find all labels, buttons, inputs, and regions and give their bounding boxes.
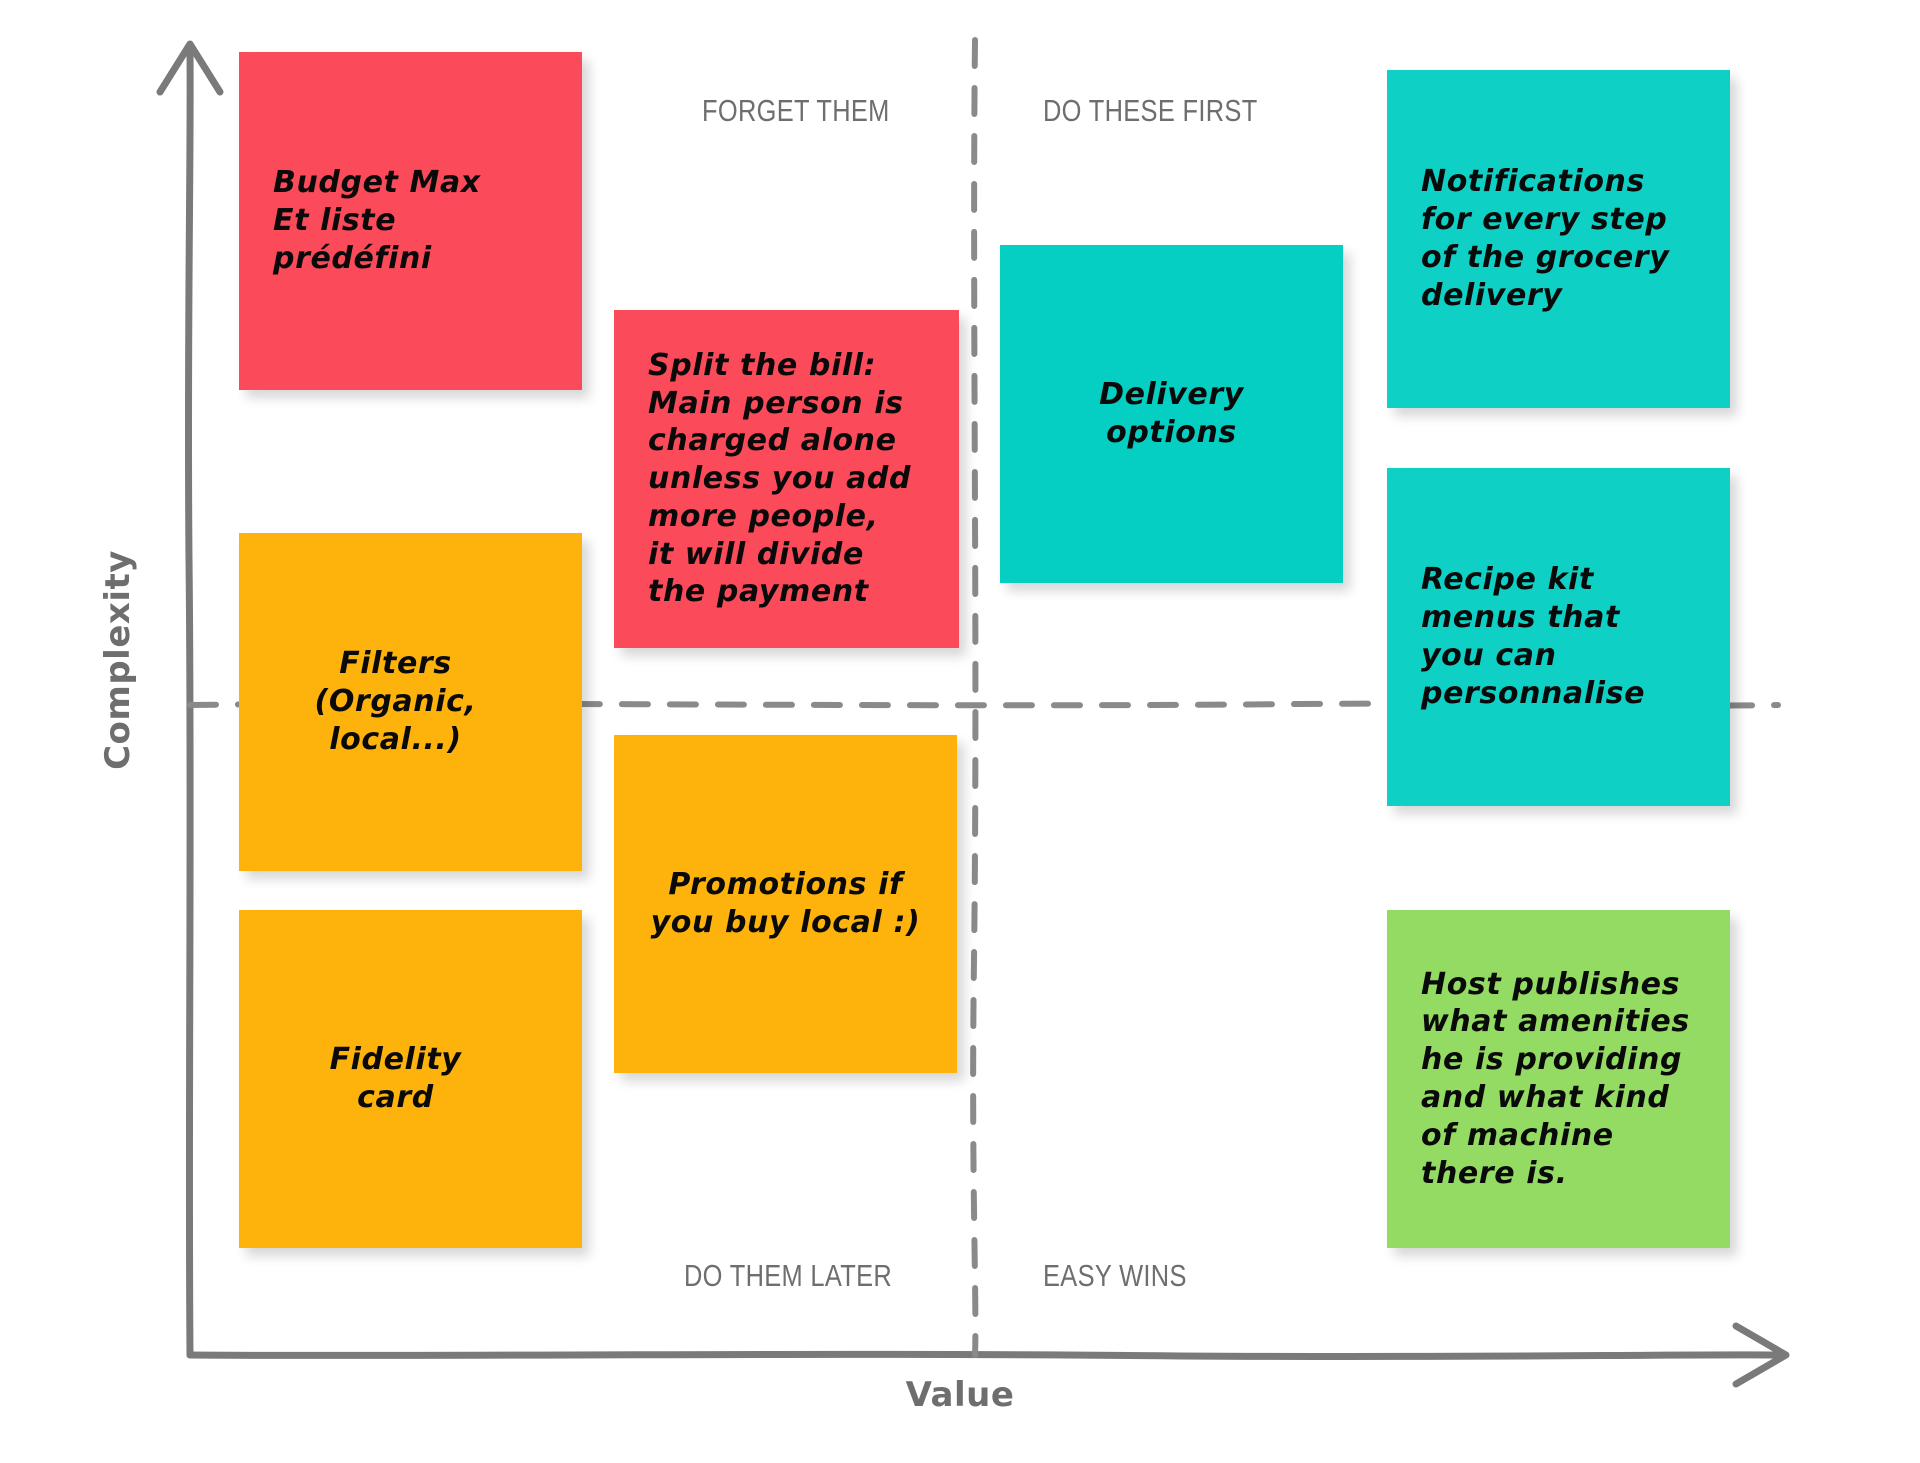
sticky-note-filters[interactable]: Filters (Organic, local...) [239,533,582,871]
sticky-note-text: Recipe kit menus that you can personnali… [1421,562,1646,711]
sticky-note-text: Promotions if you buy local :) [650,867,921,940]
sticky-note-budget-max[interactable]: Budget Max Et liste prédéfini [239,52,582,390]
sticky-note-split-the-bill[interactable]: Split the bill: Main person is charged a… [614,310,959,648]
x-axis-line [186,1350,1782,1361]
sticky-note-notifications[interactable]: Notifications for every step of the groc… [1387,70,1730,408]
quadrant-label-do-them-later: DO THEM LATER [684,1258,893,1293]
vertical-quadrant-divider [970,37,979,1358]
y-axis-arrowhead [156,40,224,96]
sticky-note-text: Delivery options [1099,377,1244,450]
x-axis-label: Value [905,1375,1015,1415]
sticky-note-host-amenities[interactable]: Host publishes what amenities he is prov… [1387,910,1730,1248]
sticky-note-recipe-kit[interactable]: Recipe kit menus that you can personnali… [1387,468,1730,806]
sticky-note-text: Fidelity card [329,1042,462,1115]
sticky-note-text: Notifications for every step of the groc… [1421,164,1670,313]
sticky-note-text: Split the bill: Main person is charged a… [648,347,912,610]
quadrant-label-easy-wins: EASY WINS [1043,1258,1187,1293]
quadrant-label-do-these-first: DO THESE FIRST [1043,93,1258,128]
sticky-note-text: Budget Max Et liste prédéfini [273,165,481,276]
sticky-note-delivery-options[interactable]: Delivery options [1000,245,1343,583]
sticky-note-text: Host publishes what amenities he is prov… [1421,966,1690,1191]
sticky-note-fidelity-card[interactable]: Fidelity card [239,910,582,1248]
sticky-note-text: Filters (Organic, local...) [314,646,477,757]
quadrant-label-forget-them: FORGET THEM [702,93,890,128]
sticky-note-promotions[interactable]: Promotions if you buy local :) [614,735,957,1073]
y-axis-label: Complexity [98,550,138,770]
y-axis-line [184,48,194,1359]
